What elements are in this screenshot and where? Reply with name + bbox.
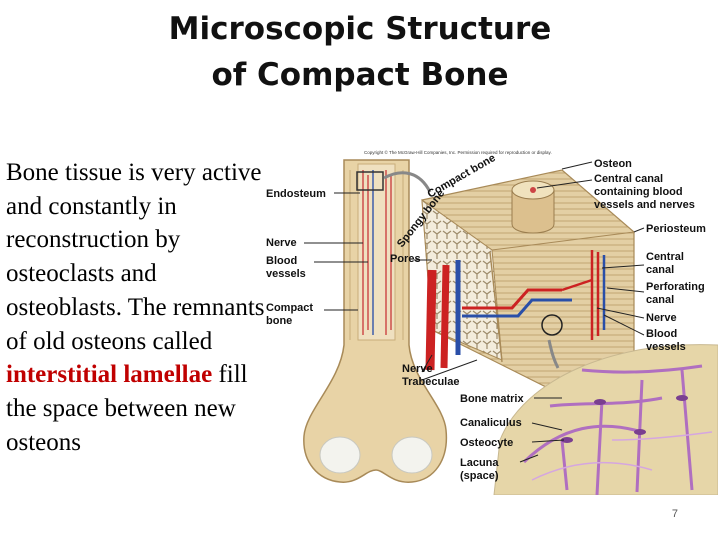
label-blood-left-2: vessels (266, 268, 306, 280)
label-central-b2: canal (646, 264, 674, 276)
title-line-2: of Compact Bone (211, 57, 509, 93)
long-bone (303, 159, 448, 483)
label-osteon: Osteon (594, 158, 632, 170)
label-nerve-right: Nerve (646, 312, 677, 324)
title-line-1: Microscopic Structure (168, 11, 552, 47)
label-blood-left-1: Blood (266, 255, 297, 267)
label-canaliculus: Canaliculus (460, 417, 522, 429)
osteon-cylinder (511, 180, 555, 234)
label-lacuna-1: Lacuna (460, 457, 499, 469)
label-nerve-bottom: Nerve (402, 363, 433, 375)
highlight-term: interstitial lamellae (6, 361, 213, 389)
label-pores: Pores (390, 253, 421, 265)
blood-vessels (425, 250, 606, 371)
label-central-canal-2: containing blood (594, 186, 683, 198)
bone-diagram: Copyright © The McGraw-Hill Companies, I… (266, 149, 718, 495)
label-osteocyte: Osteocyte (460, 437, 513, 449)
label-central-canal-3: vessels and nerves (594, 199, 695, 211)
zoom-arrow-bottom (547, 339, 560, 369)
label-trabeculae: Trabeculae (402, 376, 459, 388)
label-compact-left-1: Compact (266, 302, 313, 314)
leader-lines (304, 161, 645, 463)
label-perforating-1: Perforating (646, 281, 705, 293)
micrograph (493, 344, 718, 495)
slide-title: Microscopic Structure of Compact Bone (0, 6, 720, 98)
body-text-end: fill the space between new osteons (6, 361, 248, 456)
label-lacuna-2: (space) (460, 470, 499, 482)
label-endosteum: Endosteum (266, 188, 326, 200)
label-central-b1: Central (646, 251, 684, 263)
copyright-note: Copyright © The McGraw-Hill Companies, I… (364, 149, 552, 155)
label-central-canal-1: Central canal (594, 173, 663, 185)
label-blood-right-2: vessels (646, 341, 686, 353)
label-periosteum: Periosteum (646, 223, 706, 235)
body-text-start: Bone tissue is very active and constantl… (6, 159, 265, 355)
label-perforating-2: canal (646, 294, 674, 306)
label-bone-matrix: Bone matrix (460, 393, 524, 405)
label-blood-right-1: Blood (646, 328, 677, 340)
label-nerve-left: Nerve (266, 237, 297, 249)
page-number: 7 (671, 508, 678, 520)
label-compact-left-2: bone (266, 315, 292, 327)
zoom-arrow-top (383, 171, 432, 193)
body-paragraph: Bone tissue is very active and constantl… (6, 156, 268, 459)
